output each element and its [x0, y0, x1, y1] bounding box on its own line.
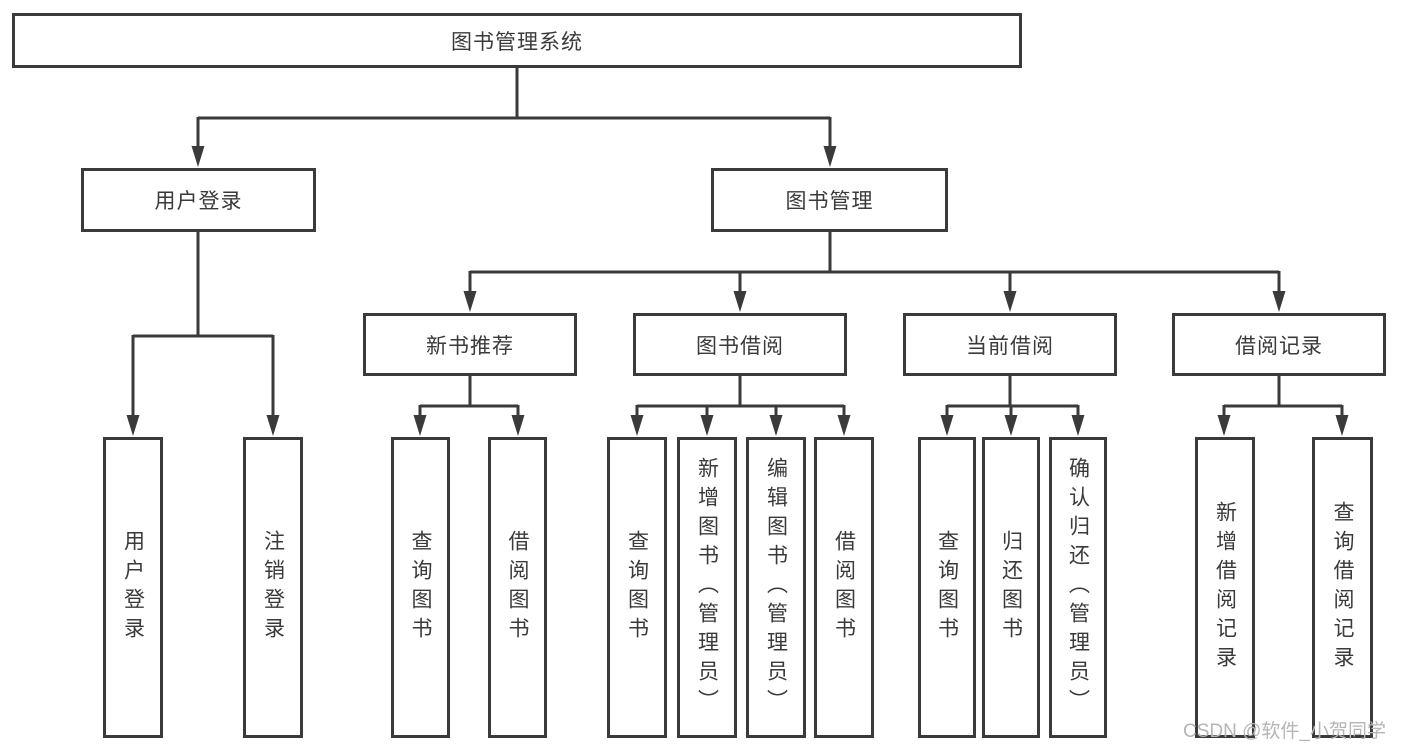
- node-leaf-add-borrow-record: 新增借阅记录: [1195, 437, 1255, 738]
- node-leaf-query-books-recommend: 查询图书: [391, 437, 450, 738]
- arrowhead-icon: [700, 415, 714, 436]
- connector-root: [196, 67, 832, 150]
- node-label: 确认归还（管理员）: [1066, 457, 1090, 718]
- node-label: 新增图书（管理员）: [695, 457, 719, 718]
- node-leaf-return-books: 归还图书: [982, 437, 1040, 738]
- node-new-book-recommend: 新书推荐: [363, 313, 577, 376]
- node-book-management: 图书管理: [711, 168, 948, 232]
- arrowhead-icon: [191, 146, 205, 167]
- node-label: 图书借阅: [696, 334, 784, 358]
- node-current-borrowing: 当前借阅: [903, 313, 1117, 376]
- arrowhead-icon: [266, 415, 280, 436]
- arrowhead-icon: [940, 415, 954, 436]
- node-label: 用户登录: [154, 190, 243, 213]
- node-label: 当前借阅: [966, 334, 1054, 358]
- arrowhead-icon: [413, 415, 427, 436]
- connector-borrow-records: [1222, 374, 1344, 421]
- arrowhead-icon: [511, 415, 525, 436]
- node-label: 借阅记录: [1235, 334, 1323, 358]
- node-label: 借阅图书: [506, 529, 529, 646]
- node-label: 图书管理: [785, 190, 874, 213]
- node-label: 新书推荐: [426, 334, 514, 358]
- arrowhead-icon: [1003, 291, 1017, 312]
- arrowhead-icon: [1335, 415, 1349, 436]
- arrowhead-icon: [837, 415, 851, 436]
- node-label: 归还图书: [999, 529, 1023, 646]
- node-label: 查询图书: [625, 529, 649, 646]
- node-label: 编辑图书（管理员）: [764, 457, 788, 718]
- node-label: 借阅图书: [832, 529, 856, 646]
- node-leaf-query-borrow-record: 查询借阅记录: [1312, 437, 1373, 738]
- node-label: 图书管理系统: [451, 30, 583, 54]
- node-label: 用户登录: [121, 529, 145, 646]
- arrowhead-icon: [1004, 415, 1018, 436]
- node-leaf-user-login: 用户登录: [103, 437, 163, 738]
- node-leaf-query-books-current: 查询图书: [918, 437, 976, 738]
- arrowhead-icon: [769, 415, 783, 436]
- node-library-system: 图书管理系统: [12, 13, 1022, 68]
- node-label: 新增借阅记录: [1213, 500, 1237, 675]
- arrowhead-icon: [126, 415, 140, 436]
- connector-book-borrow: [635, 374, 846, 421]
- csdn-watermark: CSDN @软件_小贺同学: [1183, 721, 1386, 742]
- node-book-borrowing: 图书借阅: [633, 313, 847, 376]
- node-label: 查询图书: [935, 529, 959, 646]
- arrowhead-icon: [823, 146, 837, 167]
- connector-new-book: [418, 374, 520, 421]
- arrowhead-icon: [733, 291, 747, 312]
- arrowhead-icon: [1272, 291, 1286, 312]
- node-label: 查询图书: [409, 529, 432, 646]
- connector-current-borrow: [945, 374, 1080, 421]
- arrowhead-icon: [1071, 415, 1085, 436]
- connector-book-mgmt: [468, 230, 1281, 297]
- node-leaf-query-books-borrow: 查询图书: [607, 437, 667, 738]
- arrowhead-icon: [463, 291, 477, 312]
- arrowheads: [126, 146, 1349, 436]
- node-leaf-confirm-return-admin: 确认归还（管理员）: [1049, 437, 1107, 738]
- node-leaf-borrow-books-recommend: 借阅图书: [488, 437, 547, 738]
- node-label: 查询借阅记录: [1331, 500, 1354, 675]
- node-leaf-add-books-admin: 新增图书（管理员）: [677, 437, 737, 738]
- node-user-login: 用户登录: [81, 168, 316, 232]
- node-leaf-logout: 注销登录: [243, 437, 303, 738]
- connector-user-login: [131, 230, 275, 421]
- node-borrowing-records: 借阅记录: [1172, 313, 1386, 376]
- node-leaf-borrow-books: 借阅图书: [814, 437, 874, 738]
- arrowhead-icon: [1217, 415, 1231, 436]
- node-leaf-edit-books-admin: 编辑图书（管理员）: [746, 437, 806, 738]
- arrowhead-icon: [630, 415, 644, 436]
- node-label: 注销登录: [261, 529, 285, 646]
